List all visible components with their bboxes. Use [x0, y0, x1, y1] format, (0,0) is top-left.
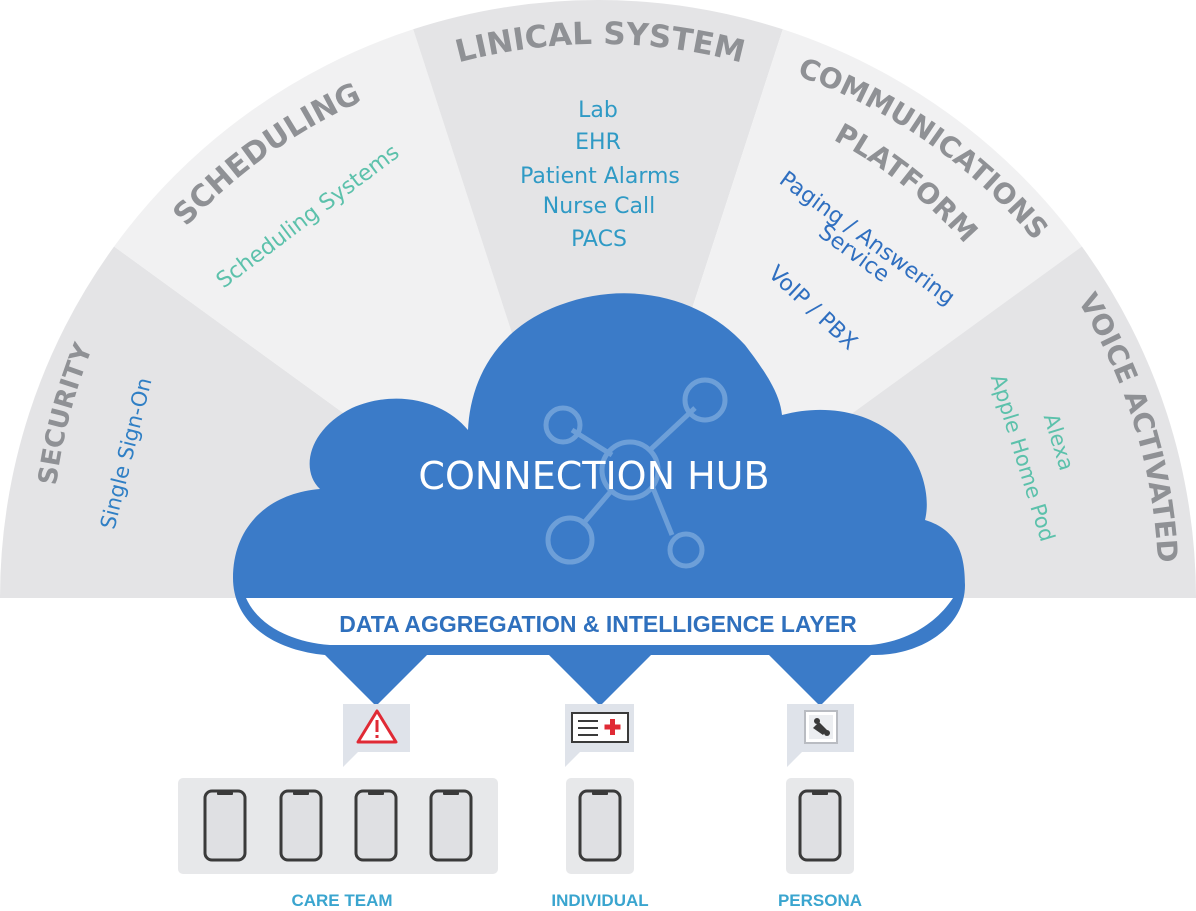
clinical-item-pacs: PACS [571, 227, 627, 252]
phone-icon [203, 789, 247, 862]
cloud-shape [233, 293, 965, 655]
care-team-panel [178, 778, 498, 874]
intelligence-layer-label: DATA AGGREGATION & INTELLIGENCE LAYER [339, 611, 857, 637]
clinical-item-ehr: EHR [575, 130, 621, 155]
clinical-item-nurse-call: Nurse Call [543, 194, 656, 219]
individual-badge [565, 704, 634, 767]
callout-persona-tail [766, 652, 874, 706]
clinical-item-patient-alarms: Patient Alarms [520, 164, 680, 189]
network-hub-icon [543, 377, 728, 569]
individual-devices [566, 778, 634, 874]
connection-hub-cloud [233, 293, 965, 706]
phone-icon [798, 789, 842, 862]
persona-devices [786, 778, 854, 874]
persona-caption: PERSONA [778, 891, 862, 910]
intelligence-layer-band [246, 598, 953, 645]
phone-icon [429, 789, 473, 862]
phone-icon [578, 789, 622, 862]
clinical-items: Lab EHR Patient Alarms Nurse Call PACS [520, 98, 680, 252]
phone-icon [354, 789, 398, 862]
phone-icon [279, 789, 323, 862]
persona-tile-icon [804, 710, 838, 744]
warning-triangle-icon [356, 709, 398, 744]
clinical-item-lab: Lab [578, 98, 618, 123]
callout-individual-tail [546, 652, 654, 706]
callout-care-team-tail [322, 652, 430, 706]
hub-title: CONNECTION HUB [418, 454, 769, 498]
care-team-caption: CARE TEAM [291, 891, 392, 910]
care-team-badge [343, 704, 410, 767]
care-team-devices [178, 778, 498, 874]
medical-id-card-icon [571, 712, 629, 743]
persona-badge [787, 704, 854, 767]
individual-caption: INDIVIDUAL [551, 891, 648, 910]
